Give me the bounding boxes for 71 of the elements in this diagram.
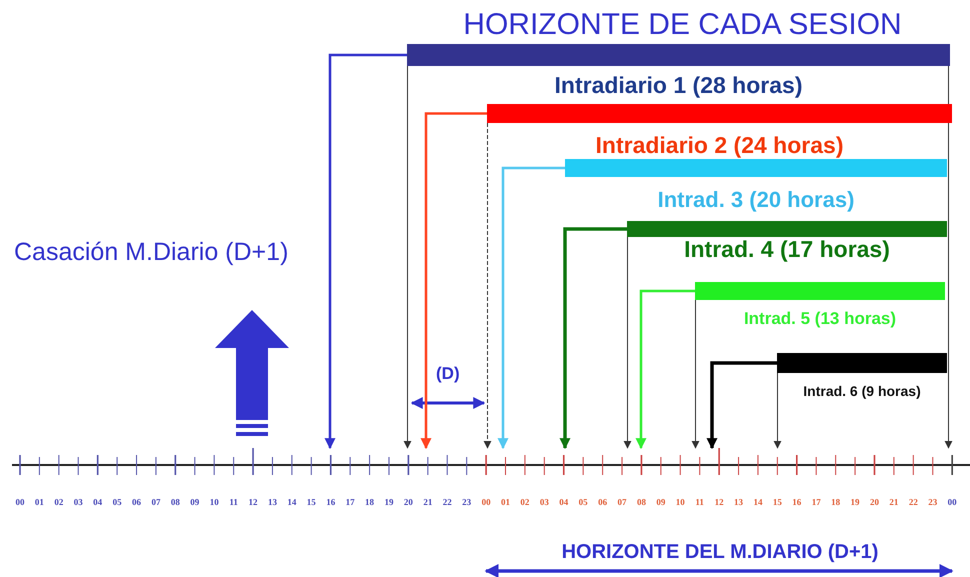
tick-label: 20 (404, 497, 413, 507)
tick-label: 01 (501, 497, 510, 507)
arrow (944, 66, 952, 449)
tick-label: 04 (93, 497, 102, 507)
tick-label: 05 (112, 497, 122, 507)
tick-label: 21 (423, 497, 432, 507)
tick-label: 00 (948, 497, 957, 507)
tick-label: 22 (908, 497, 918, 507)
session-label: Intrad. 6 (9 horas) (803, 383, 921, 399)
session-label: Intrad. 3 (20 horas) (658, 187, 854, 212)
tick-label: 11 (229, 497, 238, 507)
tick-label: 09 (190, 497, 200, 507)
session-label: Intrad. 4 (17 horas) (684, 236, 890, 262)
tick-label: 13 (734, 497, 744, 507)
diagram-title: HORIZONTE DE CADA SESION (462, 8, 903, 42)
dimension-label: (D) (436, 364, 460, 384)
tick-label: 02 (54, 497, 64, 507)
tick-label: 12 (248, 497, 258, 507)
tick-label: 23 (462, 497, 472, 507)
arrow (404, 66, 412, 449)
tick-label: 18 (365, 497, 374, 507)
session-arrow (636, 290, 695, 450)
tick-label: 12 (714, 497, 724, 507)
tick-label: 14 (753, 497, 762, 507)
session-label: Intrad. 5 (13 horas) (744, 309, 896, 328)
tick-label: 13 (268, 497, 277, 507)
tick-label: 00 (482, 497, 491, 507)
tick-label: 03 (74, 497, 83, 507)
tick-label: 11 (695, 497, 704, 507)
annotation-text: Casación M.Diario (D+1) (14, 238, 288, 267)
tick-label: 15 (306, 497, 316, 507)
arrow (774, 372, 782, 449)
session-arrow (560, 227, 627, 450)
tick-label: 06 (598, 497, 608, 507)
session-label: Intradiario 2 (24 horas) (596, 132, 844, 158)
tick-label: 07 (618, 497, 627, 507)
tick-label: 01 (34, 497, 44, 507)
arrow (624, 236, 632, 449)
arrow (484, 122, 492, 449)
tick-label: 16 (326, 497, 336, 507)
tick-label: 16 (792, 497, 802, 507)
session-arrow (420, 112, 487, 450)
session-arrow (498, 166, 565, 450)
tick-label: 19 (384, 497, 394, 507)
axis-caption: HORIZONTE DEL M.DIARIO (D+1) (560, 541, 880, 564)
tick-label: 04 (559, 497, 568, 507)
tick-label: 08 (170, 497, 180, 507)
tick-label: 18 (831, 497, 840, 507)
tick-label: 23 (928, 497, 938, 507)
arrow (692, 300, 700, 449)
tick-label: 05 (578, 497, 588, 507)
tick-label: 22 (442, 497, 452, 507)
session-arrow (324, 54, 407, 450)
tick-label: 19 (850, 497, 860, 507)
session-label: Intradiario 1 (28 horas) (554, 72, 802, 98)
tick-label: 10 (676, 497, 685, 507)
tick-label: 20 (870, 497, 879, 507)
tick-label: 21 (889, 497, 898, 507)
tick-label: 06 (132, 497, 142, 507)
tick-label: 07 (151, 497, 160, 507)
tick-label: 17 (346, 497, 355, 507)
session-arrow (706, 361, 777, 450)
tick-label: 08 (636, 497, 646, 507)
tick-label: 15 (772, 497, 782, 507)
tick-label: 14 (287, 497, 296, 507)
tick-label: 00 (16, 497, 24, 507)
tick-label: 09 (656, 497, 666, 507)
tick-label: 17 (812, 497, 821, 507)
tick-label: 03 (540, 497, 549, 507)
tick-label: 10 (210, 497, 219, 507)
tick-label: 02 (520, 497, 530, 507)
